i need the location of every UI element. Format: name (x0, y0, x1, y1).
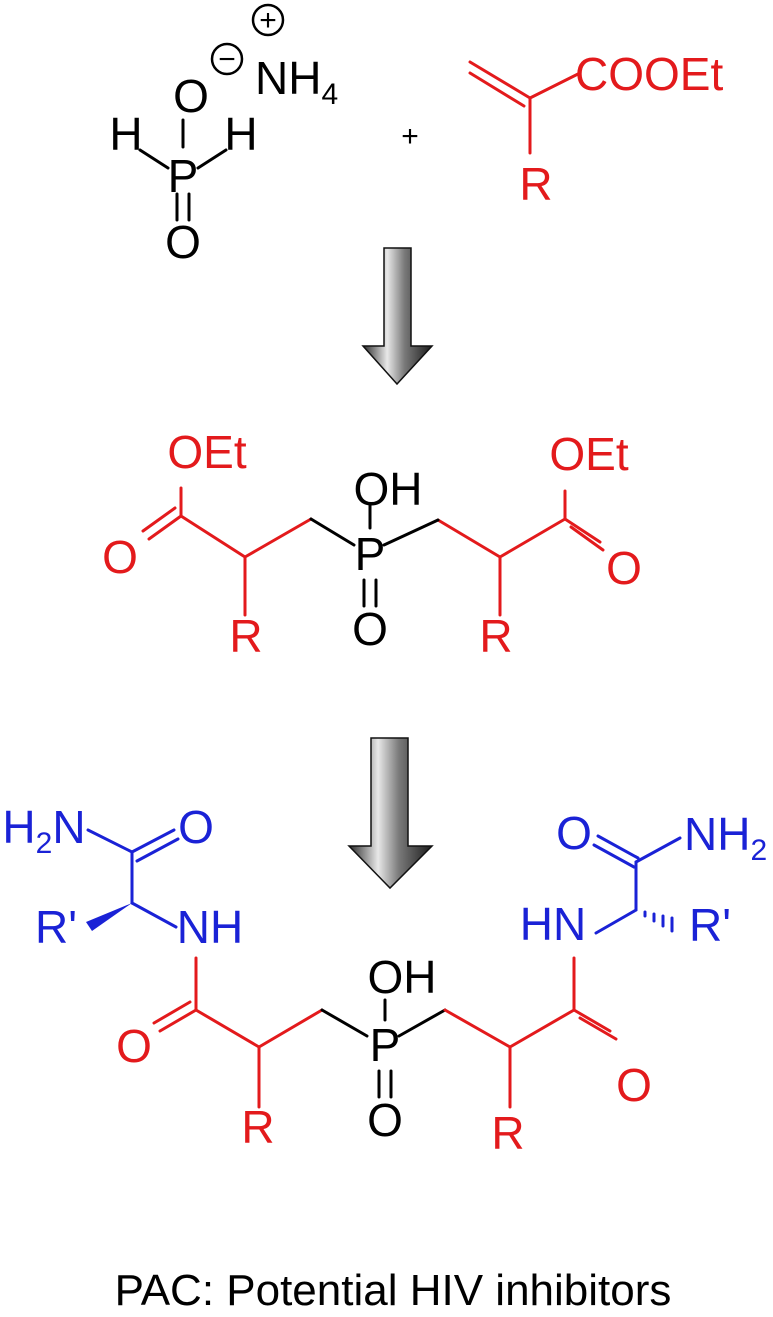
phosphoryl-o: O (367, 1094, 403, 1146)
arrow-down-icon (347, 737, 434, 890)
plus-sign-between-reactants: + (401, 120, 419, 153)
amide-o-left: O (178, 801, 214, 853)
oet-left: OEt (167, 426, 246, 478)
carbonyl-o-right: O (616, 1059, 652, 1111)
atom-h-left: H (109, 108, 142, 160)
r-prime-right: R' (689, 899, 731, 951)
r-prime-left: R' (35, 901, 77, 953)
r-left: R (229, 610, 262, 662)
hash-bond-right (643, 910, 674, 933)
plus-sign: + (259, 4, 277, 37)
amide-o-right: O (556, 807, 592, 859)
product-pac: H2N O R' NH O R OH P O O NH2 HN R' O R (2, 801, 767, 1159)
ethyl-acrylate: COOEt R (468, 48, 723, 210)
minus-charge-icon (210, 42, 244, 76)
atom-o-bottom: O (165, 216, 201, 268)
arrow-down-icon (361, 247, 434, 386)
intermediate-phosphinic-diester: OEt O R OH P O OEt O R (102, 426, 642, 662)
nh2-right: NH2 (684, 808, 767, 867)
ammonium-hypophosphite: − + O NH4 H H P O (109, 3, 338, 268)
atom-h-right: H (224, 108, 257, 160)
ammonium-label: NH4 (255, 52, 338, 111)
phosphoryl-o: O (352, 603, 388, 655)
h2n-left: H2N (2, 801, 85, 860)
carbonyl-o-left: O (116, 1020, 152, 1072)
r-left: R (241, 1101, 274, 1153)
hn-right: HN (520, 898, 586, 950)
ester-group: COOEt (575, 48, 723, 100)
atom-p: P (168, 150, 199, 202)
oet-right: OEt (549, 428, 628, 480)
atom-o-minus: O (173, 70, 209, 122)
r-right: R (491, 1107, 524, 1159)
scheme-caption: PAC: Potential HIV inhibitors (115, 1266, 672, 1315)
atom-r: R (519, 158, 552, 210)
r-right: R (479, 610, 512, 662)
carbonyl-o-left: O (102, 531, 138, 583)
oh-group: OH (368, 951, 437, 1003)
plus-charge-icon (251, 3, 285, 37)
wedge-bond-left (86, 903, 132, 931)
minus-sign: − (218, 43, 236, 76)
oh-group: OH (354, 463, 423, 515)
atom-p: P (370, 1019, 401, 1071)
carbonyl-o-right: O (606, 542, 642, 594)
nh-left: NH (177, 901, 243, 953)
atom-p: P (355, 528, 386, 580)
